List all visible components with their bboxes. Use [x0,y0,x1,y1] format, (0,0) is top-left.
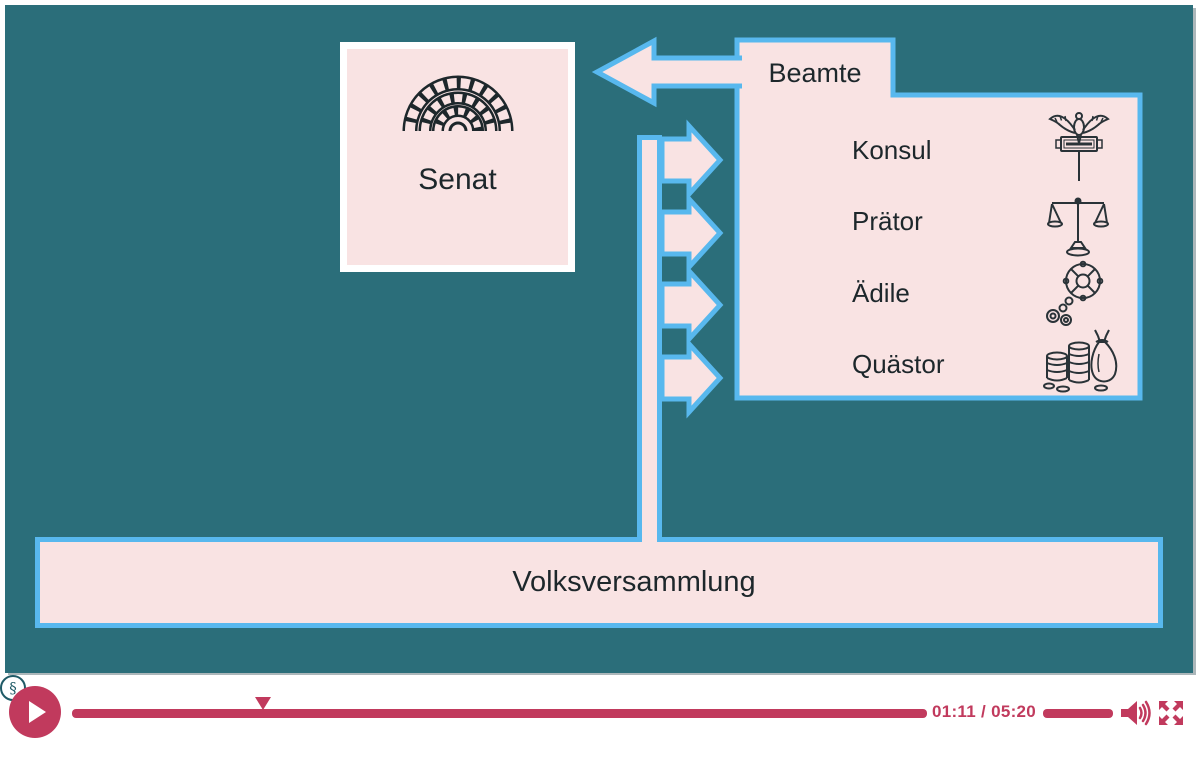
official-label-konsul: Konsul [852,134,932,165]
beamte-box-shape [734,37,1143,401]
arrows-volk-to-beamte [637,119,724,542]
senat-label: Senat [418,163,497,196]
arrow-branch-1 [659,119,724,201]
volksversammlung-bar [35,537,1163,628]
paragraph-icon: § [9,679,17,697]
seek-marker-icon[interactable] [255,697,271,710]
beamte-label: Beamte [768,57,862,88]
volksversammlung-label: Volksversammlung [512,565,756,598]
time-display: 01:11 / 05:20 [931,702,1037,721]
play-button[interactable] [9,686,61,738]
official-label-aedile: Ädile [852,277,910,308]
progress-bar[interactable] [72,709,927,718]
senat-box: Senat [340,42,575,272]
arrow-beamte-to-senat-outline [591,36,742,108]
arrow-branch-3 [659,264,724,346]
arrow-branch-2 [659,192,724,274]
play-icon [29,701,46,723]
arrow-branch-4 [659,337,724,419]
official-label-quaestor: Quästor [852,348,945,379]
amphitheater-icon [402,75,513,132]
scales-icon [1047,197,1109,257]
arrow-beamte-to-senat [597,41,742,103]
player-controls: 01:11 / 05:20 § [0,675,1200,768]
speaker-icon[interactable] [1119,698,1153,728]
eagle-standard-icon [1049,112,1109,181]
official-label-praetor: Prätor [852,205,923,236]
volume-bar[interactable] [1043,709,1113,718]
fullscreen-icon[interactable] [1157,699,1185,727]
coins-moneybag-icon [1043,329,1118,393]
arrow-trunk [637,135,662,542]
slide-canvas: Senat Beamte Konsul Prätor Ädile Quästor [5,5,1193,673]
seal-chain-icon [1046,260,1104,326]
diagram-shapes [35,36,1163,628]
